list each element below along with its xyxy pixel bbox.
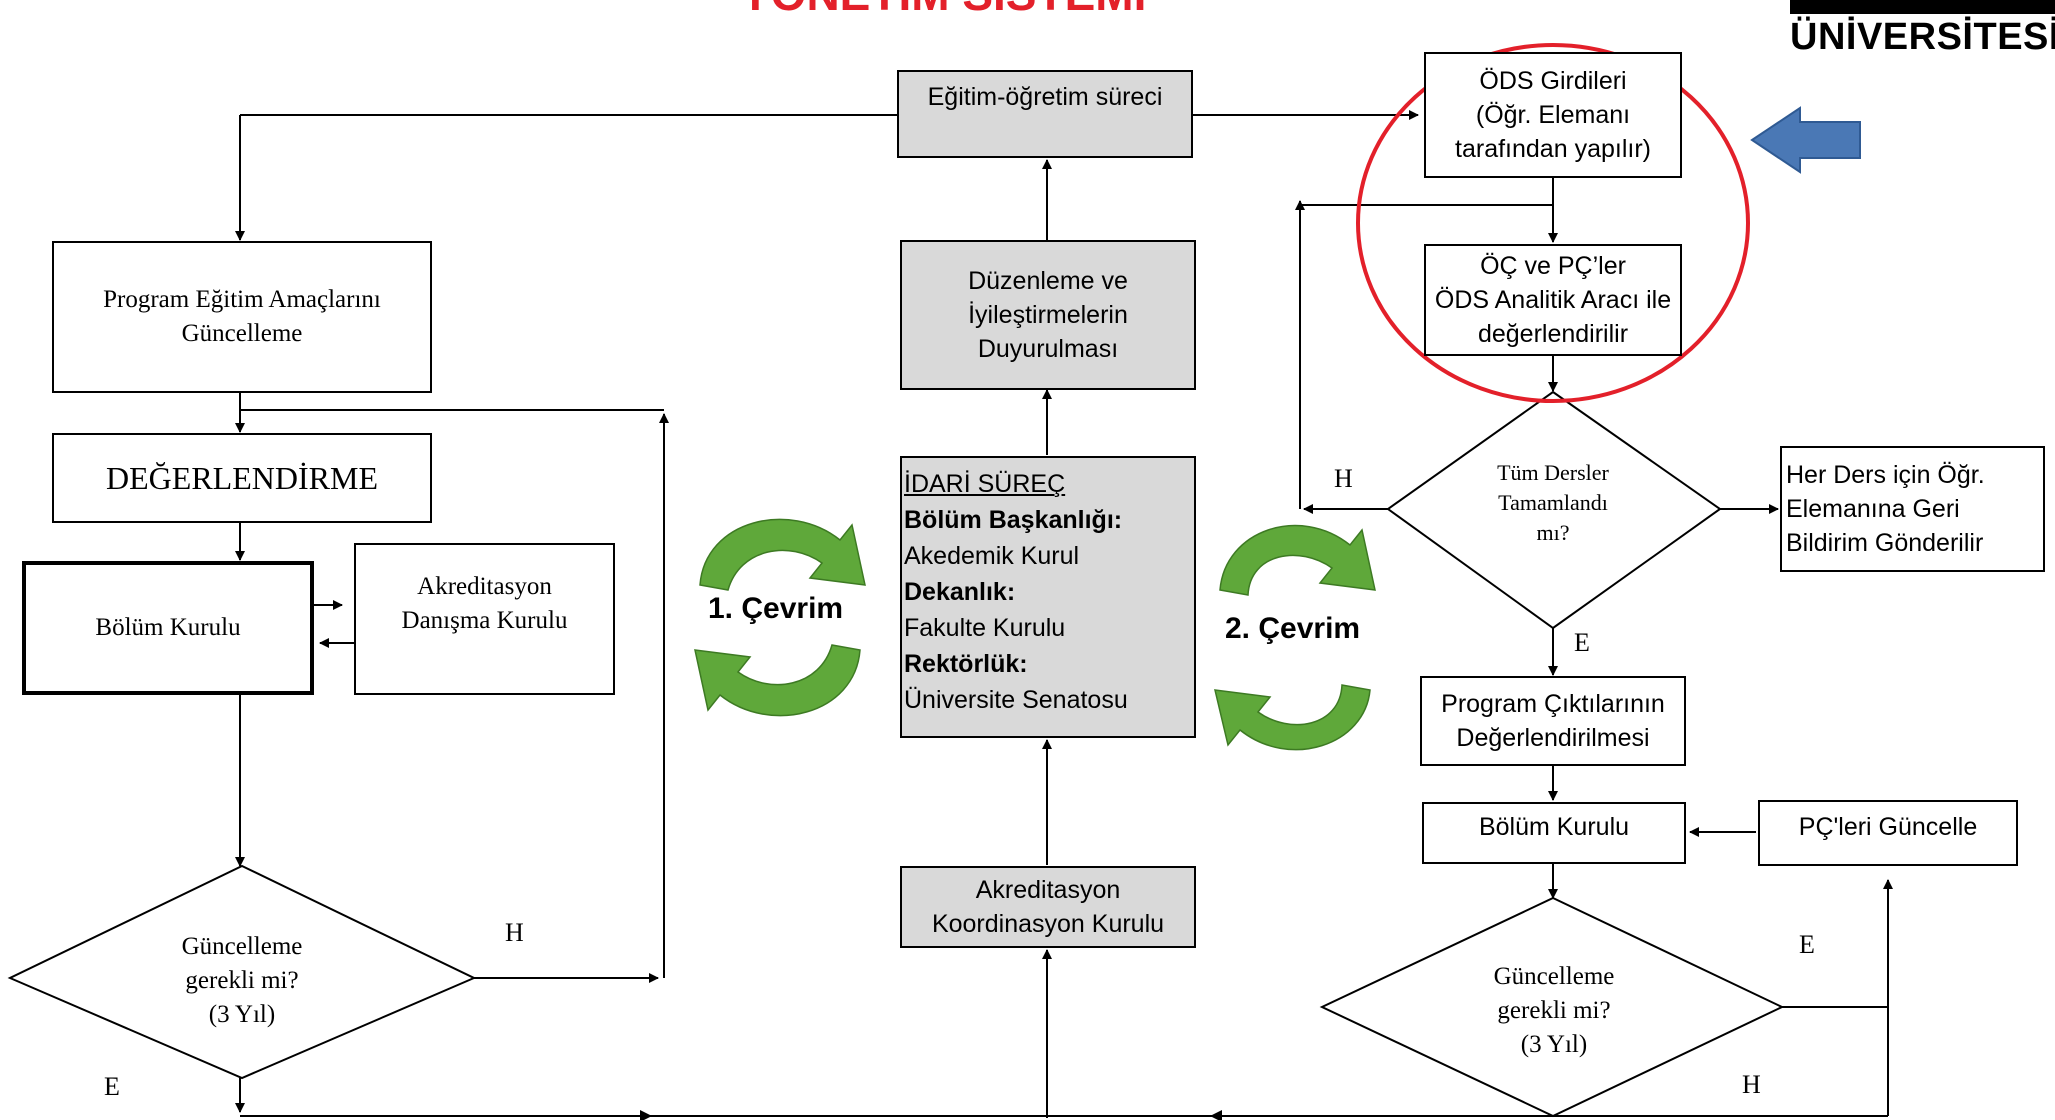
egitim-ogretim-box: Eğitim-öğretim süreci xyxy=(897,70,1193,158)
right-decision-diamond xyxy=(1319,896,1785,1118)
right-h-label-bottom: H xyxy=(1742,1070,1761,1099)
university-logo-text: ÜNİVERSİTESİ xyxy=(1790,16,2055,58)
program-ciktilari-box: Program Çıktılarının Değerlendirilmesi xyxy=(1420,676,1686,766)
geri-bildirim-box: Her Ders için Öğr. Elemanına Geri Bildir… xyxy=(1780,446,2045,572)
highlight-circle xyxy=(1356,43,1750,403)
cycle-1-label: 1. Çevrim xyxy=(708,592,844,625)
right-tum-dersler-diamond xyxy=(1386,390,1722,630)
tum-dersler-text: Tüm Dersler Tamamlandı mı? xyxy=(1497,460,1609,545)
oc-pc-box: ÖÇ ve PÇ’ler ÖDS Analitik Aracı ile değe… xyxy=(1424,244,1682,356)
idari-line-3: Dekanlık: xyxy=(904,578,1016,606)
page-title: YÖNETİM SİSTEMİ xyxy=(740,0,1340,22)
akreditasyon-koordinasyon-box: Akreditasyon Koordinasyon Kurulu xyxy=(900,866,1196,948)
bolum-kurulu-right-box: Bölüm Kurulu xyxy=(1422,802,1686,864)
left-decision-diamond xyxy=(7,864,477,1080)
akreditasyon-danisma-box: Akreditasyon Danışma Kurulu xyxy=(354,543,615,695)
idari-line-2: Akedemik Kurul xyxy=(904,542,1080,570)
right-decision-text: Güncelleme gerekli mi? (3 Yıl) xyxy=(1493,963,1615,1058)
duzenleme-box: Düzenleme ve İyileştirmelerin Duyurulmas… xyxy=(900,240,1196,390)
idari-line-5: Rektörlük: xyxy=(904,650,1028,678)
bolum-kurulu-left-box: Bölüm Kurulu xyxy=(22,561,314,695)
pointer-arrow xyxy=(1750,106,1861,174)
cycle-2-label: 2. Çevrim xyxy=(1225,612,1361,645)
idari-line-1: Bölüm Başkanlığı: xyxy=(904,506,1123,534)
ods-girdileri-box: ÖDS Girdileri (Öğr. Elemanı tarafından y… xyxy=(1424,52,1682,178)
idari-line-4: Fakulte Kurulu xyxy=(904,614,1066,642)
program-egitim-amaclari-box: Program Eğitim Amaçlarını Güncelleme xyxy=(52,241,432,393)
right-e-label-right: E xyxy=(1799,930,1815,959)
cycle-2-arrows xyxy=(1214,524,1376,751)
cycle-1-arrows xyxy=(694,518,866,717)
left-decision-text: Güncelleme gerekli mi? (3 Yıl) xyxy=(181,933,303,1028)
idari-line-6: Üniversite Senatosu xyxy=(904,686,1128,714)
degerlendirme-box: DEĞERLENDİRME xyxy=(52,433,432,523)
logo-fragment xyxy=(1790,0,2055,14)
idari-heading: İDARİ SÜREÇ xyxy=(904,470,1066,498)
idari-surec-box: İDARİ SÜREÇ Bölüm Başkanlığı: Akedemik K… xyxy=(900,456,1196,738)
pc-guncelle-box: PÇ'leri Güncelle xyxy=(1758,800,2018,866)
right-h-label-top: H xyxy=(1334,464,1353,493)
left-no-label: H xyxy=(505,918,524,947)
right-e-label-mid: E xyxy=(1574,628,1590,657)
left-yes-label: E xyxy=(104,1072,120,1101)
